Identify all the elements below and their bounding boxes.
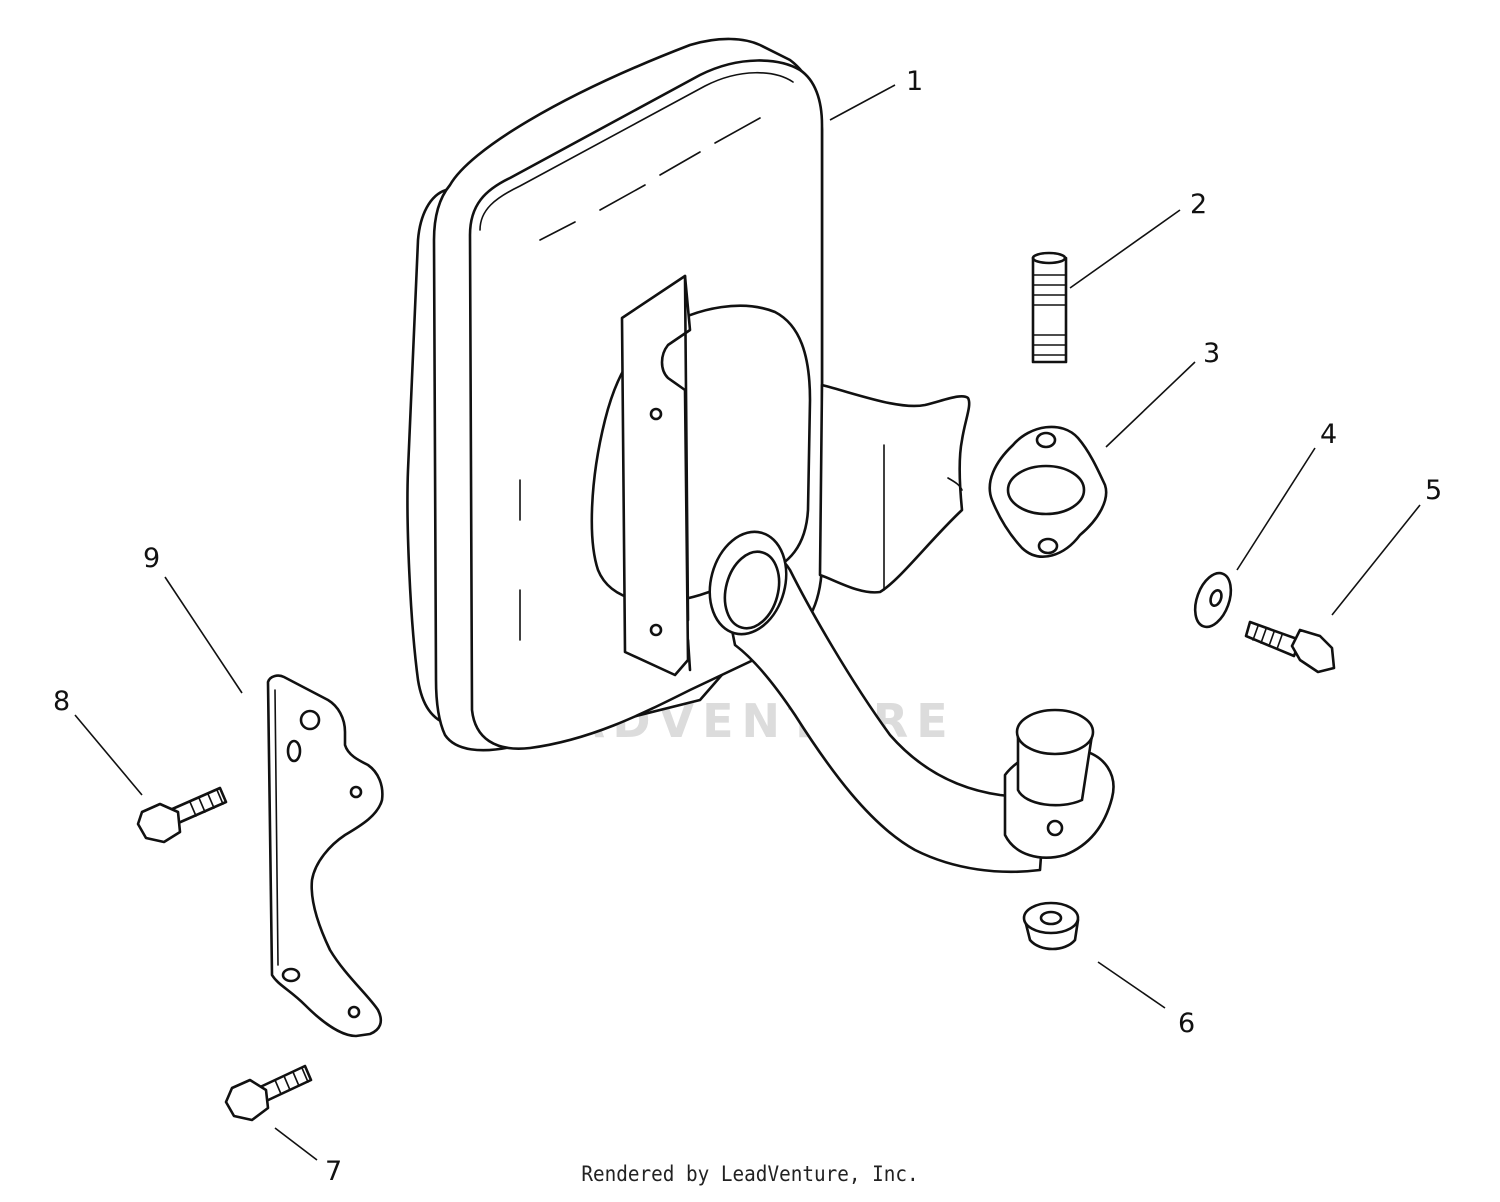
washer-part <box>1193 571 1233 629</box>
callout-3: 3 <box>1203 338 1220 369</box>
bolt-part-5 <box>1244 620 1336 674</box>
leader-lines <box>74 84 1421 1161</box>
leader-line-1 <box>829 84 896 121</box>
callout-5: 5 <box>1425 475 1442 506</box>
grommet-part <box>1022 901 1080 951</box>
leader-line-7 <box>274 1127 318 1161</box>
callout-9: 9 <box>143 543 160 574</box>
leader-line-6 <box>1097 961 1166 1009</box>
leader-line-9 <box>164 576 243 694</box>
leader-line-4 <box>1236 447 1316 571</box>
bolt-part-7 <box>224 1064 313 1122</box>
callout-labels: 1 2 3 4 5 6 7 8 9 <box>53 66 1442 1187</box>
callout-6: 6 <box>1178 1008 1195 1039</box>
footer-credit: Rendered by LeadVenture, Inc. <box>581 1162 919 1186</box>
callout-2: 2 <box>1190 189 1207 220</box>
bracket-part <box>266 674 384 1038</box>
callout-4: 4 <box>1320 419 1337 450</box>
leader-line-2 <box>1069 209 1181 289</box>
callout-8: 8 <box>53 686 70 717</box>
leader-line-5 <box>1331 504 1421 616</box>
bolt-part-8 <box>136 786 228 844</box>
leader-line-8 <box>74 714 143 796</box>
leader-line-3 <box>1105 361 1196 448</box>
callout-1: 1 <box>906 66 923 97</box>
gasket-part <box>988 425 1108 558</box>
callout-7: 7 <box>325 1156 342 1187</box>
muffler-part <box>406 37 1115 874</box>
stud-part <box>1031 251 1068 364</box>
